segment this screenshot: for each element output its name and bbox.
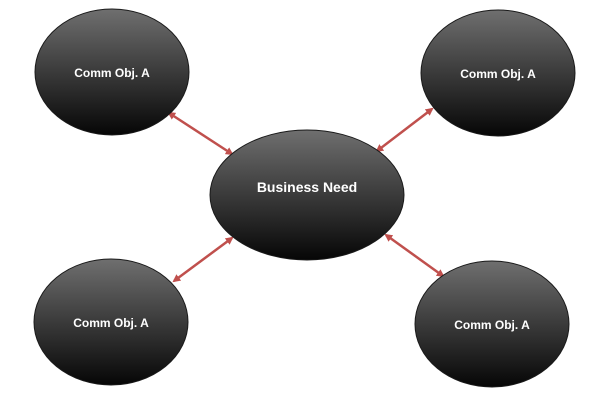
node-bottom-right-label: Comm Obj. A	[454, 318, 530, 332]
node-top-left-label: Comm Obj. A	[74, 66, 150, 80]
node-top-right-shape	[420, 9, 576, 137]
node-bottom-left-label: Comm Obj. A	[73, 316, 149, 330]
node-top-left: Comm Obj. A	[34, 8, 190, 136]
node-center: Business Need	[209, 129, 405, 261]
node-bottom-left: Comm Obj. A	[33, 258, 189, 386]
connector-top-left	[167, 111, 234, 156]
node-center-label: Business Need	[257, 179, 357, 195]
connector-top-right	[375, 107, 434, 153]
connector-bottom-right	[384, 233, 445, 278]
node-center-shape	[209, 129, 405, 261]
connector-bottom-left	[172, 236, 234, 283]
node-bottom-right: Comm Obj. A	[414, 260, 570, 388]
node-top-right-label: Comm Obj. A	[460, 67, 536, 81]
node-top-left-shape	[34, 8, 190, 136]
node-bottom-right-shape	[414, 260, 570, 388]
node-bottom-left-shape	[33, 258, 189, 386]
node-top-right: Comm Obj. A	[420, 9, 576, 137]
